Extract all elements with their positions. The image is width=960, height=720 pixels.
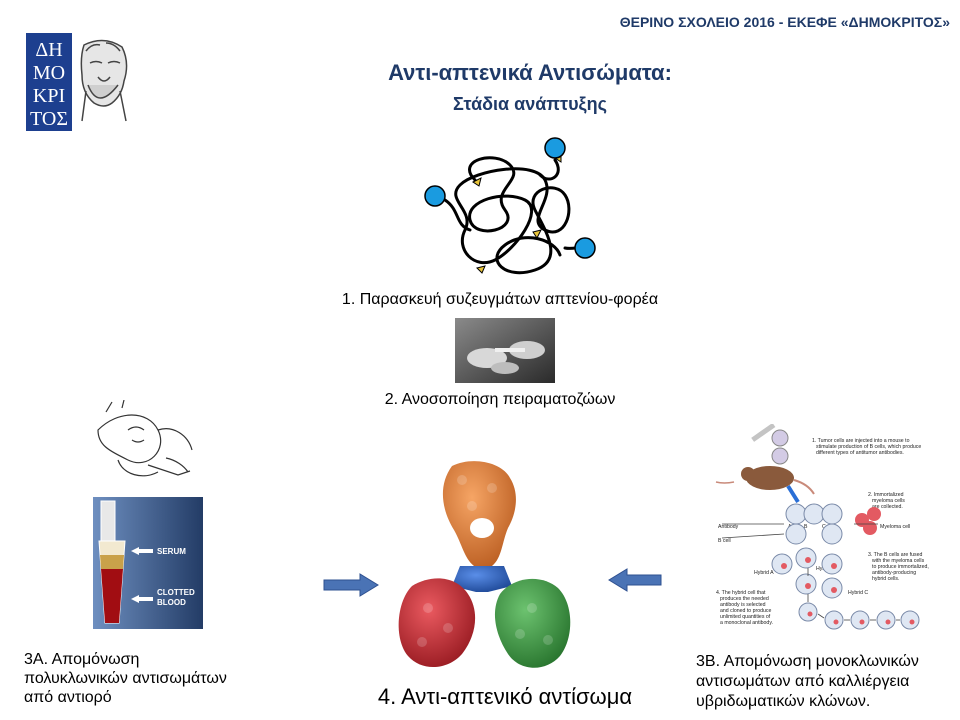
hybridoma-diagram: 1. Tumor cells are injected into a mouse… — [715, 424, 929, 630]
hapten-carrier-conjugate — [424, 137, 596, 275]
note-4d: and cloned to produce — [720, 608, 771, 614]
step-2-label: 2. Ανοσοποίηση πειραματοζώων — [384, 391, 616, 408]
step-3b-label: 3Β. Απομόνωση μονοκλωνικών αντισωμάτων α… — [696, 652, 958, 712]
note-2c: are collected. — [872, 504, 903, 510]
step-3b-line-3: υβριδωματικών κλώνων. — [696, 693, 871, 710]
note-1c: different types of antitumor antibodies. — [816, 450, 904, 456]
serum-tube-photo: SERUM CLOTTED BLOOD — [93, 497, 203, 629]
mouse-icon — [715, 424, 815, 495]
step-3b-line-2: αντισωμάτων από καλλιέργεια — [696, 673, 910, 690]
antibody-text: Antibody — [718, 524, 739, 530]
bcell-text: B cell — [718, 538, 731, 544]
hybrid-c-text: Hybrid C — [848, 590, 868, 596]
step-3a-label: 3Α. Απομόνωση πολυκλωνικών αντισωμάτων α… — [24, 650, 284, 707]
header-school-text: ΘΕΡΙΝΟ ΣΧΟΛΕΙΟ 2016 - ΕΚΕΦΕ «ΔΗΜΟΚΡΙΤΟΣ» — [619, 14, 950, 30]
right-arrow-icon — [323, 573, 379, 597]
rabbit-bleeding-sketch — [97, 400, 193, 477]
note-3: 3. The B cells are fused — [868, 552, 923, 558]
note-4b: produces the needed — [720, 596, 769, 602]
page-subtitle: Στάδια ανάπτυξης — [453, 94, 607, 114]
note-4c: antibody is selected — [720, 602, 766, 608]
clotted-label: CLOTTED — [157, 588, 195, 597]
svg-text:ΔΗ: ΔΗ — [35, 39, 62, 61]
note-3c: to produce immortalized, — [872, 564, 929, 570]
step-3a-line-1: 3Α. Απομόνωση — [24, 651, 140, 668]
svg-text:ΤΟΣ: ΤΟΣ — [30, 108, 68, 130]
note-2: 2. Immortalized — [868, 492, 904, 498]
step-3b-line-1: 3Β. Απομόνωση μονοκλωνικών — [696, 653, 919, 670]
step-3a-line-3: από αντιορό — [24, 689, 112, 706]
serum-label: SERUM — [157, 547, 186, 556]
note-4e: unlimited quantities of — [720, 614, 771, 620]
democritus-logo: ΔΗ ΜΟ ΚΡΙ ΤΟΣ — [26, 33, 128, 131]
page-title: Αντι-απτενικά Αντισώματα: — [388, 60, 672, 85]
svg-text:ΜΟ: ΜΟ — [33, 62, 65, 84]
note-1: 1. Tumor cells are injected into a mouse… — [812, 438, 910, 444]
left-arrow-icon — [608, 568, 662, 592]
note-3e: hybrid cells. — [872, 576, 899, 582]
note-1b: stimulate production of B cells, which p… — [816, 444, 921, 450]
note-2b: myeloma cells — [872, 498, 905, 504]
immunization-photo — [455, 318, 555, 383]
note-3d: antibody-producing — [872, 570, 916, 576]
hybrid-a-text: Hybrid A — [754, 570, 774, 576]
label-c: C — [822, 524, 826, 530]
svg-text:ΚΡΙ: ΚΡΙ — [33, 85, 65, 107]
blood-label: BLOOD — [157, 598, 186, 607]
step-3a-line-2: πολυκλωνικών αντισωμάτων — [24, 670, 227, 687]
antibody-molecule — [398, 461, 571, 668]
note-4: 4. The hybrid cell that — [716, 590, 766, 596]
step-1-label: 1. Παρασκευή συζευγμάτων απτενίου-φορέα — [341, 291, 659, 308]
note-4f: a monoclonal antibody. — [720, 620, 773, 626]
step-4-label: 4. Αντι-απτενικό αντίσωμα — [377, 684, 633, 709]
note-3b: with the myeloma cells — [872, 558, 925, 564]
label-b: B — [804, 524, 808, 530]
myeloma-text: Myeloma cell — [880, 524, 910, 530]
